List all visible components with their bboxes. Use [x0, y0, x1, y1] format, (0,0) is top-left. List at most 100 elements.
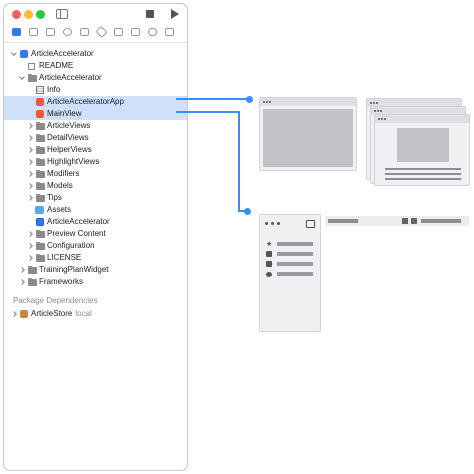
sidebar-row: [277, 262, 313, 266]
sidebar-row: [277, 272, 313, 276]
disclosure-closed-icon[interactable]: [27, 123, 33, 129]
disclosure-closed-icon[interactable]: [27, 255, 33, 261]
sidebar-toggle-icon: [306, 220, 315, 228]
disclosure-closed-icon[interactable]: [27, 147, 33, 153]
connector-main-end: [238, 210, 247, 212]
source-control-tab[interactable]: [29, 28, 38, 36]
tree-item-detail-views[interactable]: DetailViews: [4, 132, 187, 144]
package-local-tag: local: [75, 309, 92, 318]
navigator-tabs: [4, 24, 187, 43]
stacked-window-front: [374, 114, 470, 186]
swift-file-icon: [36, 98, 44, 106]
disclosure-closed-icon[interactable]: [19, 267, 25, 273]
tree-item-label: Models: [47, 181, 73, 190]
tree-item-preview-content[interactable]: Preview Content: [4, 228, 187, 240]
tree-item-modifiers[interactable]: Modifiers: [4, 168, 187, 180]
folder-icon: [28, 265, 37, 274]
zoom-window-button[interactable]: [36, 10, 45, 19]
app-window-mockup: [259, 97, 357, 171]
disclosure-closed-icon[interactable]: [19, 279, 25, 285]
tree-item-label: Tips: [47, 193, 62, 202]
disclosure-closed-icon[interactable]: [27, 159, 33, 165]
disclosure-closed-icon[interactable]: [27, 135, 33, 141]
list-icon: [266, 261, 272, 267]
tree-item-label: Configuration: [47, 241, 95, 250]
disclosure-open-icon[interactable]: [19, 74, 25, 80]
plist-icon: [36, 86, 44, 94]
folder-icon: [36, 253, 45, 262]
swift-file-icon: [36, 110, 44, 118]
disclosure-closed-icon[interactable]: [11, 311, 17, 317]
tree-item-project[interactable]: ArticleAccelerator: [4, 48, 187, 60]
run-icon[interactable]: [171, 9, 179, 19]
window-content-placeholder: [263, 109, 353, 167]
tree-item-main-view[interactable]: MainView: [4, 108, 187, 120]
find-navigator-tab[interactable]: [63, 28, 72, 36]
debug-navigator-tab[interactable]: [114, 28, 123, 36]
tree-item-group[interactable]: ArticleAccelerator: [4, 72, 187, 84]
tree-item-readme[interactable]: README: [4, 60, 187, 72]
tree-item-target[interactable]: ArticleAccelerator: [4, 216, 187, 228]
tree-item-label: ArticleAccelerator: [31, 49, 94, 58]
tree-item-configuration[interactable]: Configuration: [4, 240, 187, 252]
assets-icon: [35, 206, 44, 214]
close-window-button[interactable]: [12, 10, 21, 19]
tree-item-label: Frameworks: [39, 277, 84, 286]
minimize-window-button[interactable]: [24, 10, 33, 19]
tree-item-app-file[interactable]: ArticleAcceleratorApp: [4, 96, 187, 108]
stop-icon[interactable]: [146, 10, 154, 18]
folder-icon: [36, 169, 45, 178]
tree-item-article-views[interactable]: ArticleViews: [4, 120, 187, 132]
issue-navigator-tab[interactable]: [80, 28, 89, 36]
package-name: ArticleStore: [31, 309, 73, 318]
tree-item-highlight-views[interactable]: HighlightViews: [4, 156, 187, 168]
disclosure-closed-icon[interactable]: [27, 195, 33, 201]
tree-item-label: HelperViews: [47, 145, 92, 154]
tree-item-tips[interactable]: Tips: [4, 192, 187, 204]
folder-icon: [36, 193, 45, 202]
project-navigator-window: ArticleAccelerator README ArticleAcceler…: [3, 3, 188, 471]
disclosure-closed-icon[interactable]: [27, 231, 33, 237]
tree-item-label: LICENSE: [47, 253, 82, 262]
package-dependencies-header: Package Dependencies: [13, 296, 98, 305]
text-line: [385, 178, 461, 180]
tree-item-models[interactable]: Models: [4, 180, 187, 192]
tree-item-frameworks[interactable]: Frameworks: [4, 276, 187, 288]
chat-icon: [266, 272, 272, 277]
disclosure-closed-icon[interactable]: [27, 243, 33, 249]
book-icon: [28, 63, 35, 70]
tree-item-license[interactable]: LICENSE: [4, 252, 187, 264]
breakpoint-navigator-tab[interactable]: [131, 28, 140, 36]
symbol-navigator-tab[interactable]: [46, 28, 55, 36]
disclosure-closed-icon[interactable]: [27, 171, 33, 177]
tree-item-label: ArticleAcceleratorApp: [47, 97, 124, 106]
report-navigator-tab[interactable]: [148, 28, 157, 36]
sidebar-window-mockup: ★: [259, 214, 321, 332]
text-line: [385, 168, 461, 170]
tree-item-label: Assets: [47, 205, 72, 214]
star-icon: ★: [266, 241, 273, 248]
disclosure-open-icon[interactable]: [11, 50, 17, 56]
tree-item-info[interactable]: Info: [4, 84, 187, 96]
tree-item-assets[interactable]: Assets: [4, 204, 187, 216]
folder-icon: [36, 157, 45, 166]
sidebar-toggle-icon[interactable]: [56, 9, 68, 19]
tree-item-widget[interactable]: TrainingPlanWidget: [4, 264, 187, 276]
sidebar-row: [277, 242, 313, 246]
test-navigator-tab[interactable]: [95, 25, 108, 39]
folder-icon: [36, 145, 45, 154]
disclosure-closed-icon[interactable]: [27, 183, 33, 189]
project-icon: [20, 50, 28, 58]
person-icon: [266, 251, 272, 257]
tree-item-label: HighlightViews: [47, 157, 100, 166]
package-icon: [20, 310, 28, 318]
report-list-tab[interactable]: [165, 28, 174, 36]
text-line: [385, 173, 461, 175]
tree-item-label: Info: [47, 85, 61, 94]
connector-main-horizontal: [176, 111, 240, 113]
tree-item-label: DetailViews: [47, 133, 89, 142]
tree-item-helper-views[interactable]: HelperViews: [4, 144, 187, 156]
project-navigator-tab[interactable]: [12, 28, 21, 36]
